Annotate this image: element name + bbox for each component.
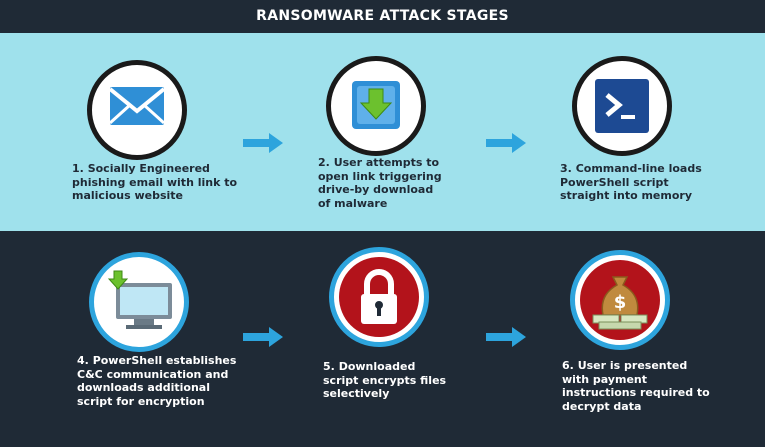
arrow-right-icon — [243, 133, 283, 153]
arrow-right-icon — [243, 327, 283, 347]
step-3-icon-circle — [572, 56, 672, 156]
step-2-icon-circle — [326, 56, 426, 156]
title-bar: RANSOMWARE ATTACK STAGES — [0, 0, 765, 33]
step-4-text: 4. PowerShell establishes C&C communicat… — [77, 354, 237, 408]
infographic-title: RANSOMWARE ATTACK STAGES — [256, 8, 509, 24]
arrow-right-icon — [486, 327, 526, 347]
money-bag-icon: $ — [580, 260, 660, 340]
monitor-download-icon — [107, 270, 172, 329]
step-1-text: 1. Socially Engineered phishing email wi… — [72, 162, 238, 202]
step-1-icon-circle — [87, 60, 187, 160]
step-6-text: 6. User is presented with payment instru… — [562, 359, 710, 413]
padlock-icon — [339, 257, 419, 337]
step-6-icon-circle: $ — [570, 250, 670, 350]
step-5-icon-circle — [329, 247, 429, 347]
powershell-icon — [595, 79, 649, 133]
envelope-icon — [108, 87, 166, 125]
svg-text:$: $ — [614, 292, 627, 313]
step-5-text: 5. Downloaded script encrypts files sele… — [323, 360, 447, 400]
step-4-icon-circle — [89, 252, 189, 352]
arrow-right-icon — [486, 133, 526, 153]
step-3-text: 3. Command-line loads PowerShell script … — [560, 162, 702, 202]
step-2-text: 2. User attempts to open link triggering… — [318, 156, 442, 210]
download-arrow-icon — [352, 81, 400, 129]
